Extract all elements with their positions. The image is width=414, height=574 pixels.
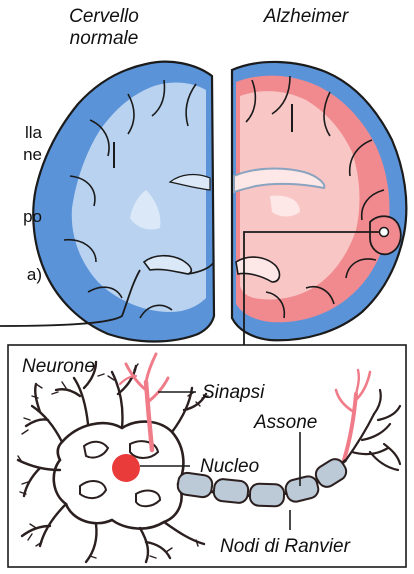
- label-ranvier-nodes: Nodi di Ranvier: [220, 536, 351, 557]
- label-left-cut-1: lla: [25, 123, 43, 142]
- label-left-cut-3: po: [23, 207, 42, 226]
- label-left-cut-4: a): [27, 265, 42, 284]
- label-alzheimer: Alzheimer: [263, 6, 349, 27]
- label-left-cut-2: ne: [23, 145, 42, 164]
- label-neuron: Neurone: [22, 356, 95, 377]
- alzheimer-focus-dot: [380, 228, 389, 237]
- label-axon: Assone: [253, 412, 317, 433]
- alzheimer-brain: [232, 62, 406, 340]
- label-normal-brain-line2: normale: [70, 28, 139, 49]
- normal-brain: [33, 62, 214, 342]
- neuron-nucleus: [112, 454, 140, 482]
- label-normal-brain-line1: Cervello: [69, 6, 139, 27]
- label-synapse: Sinapsi: [202, 382, 265, 403]
- label-nucleus: Nucleo: [200, 456, 259, 477]
